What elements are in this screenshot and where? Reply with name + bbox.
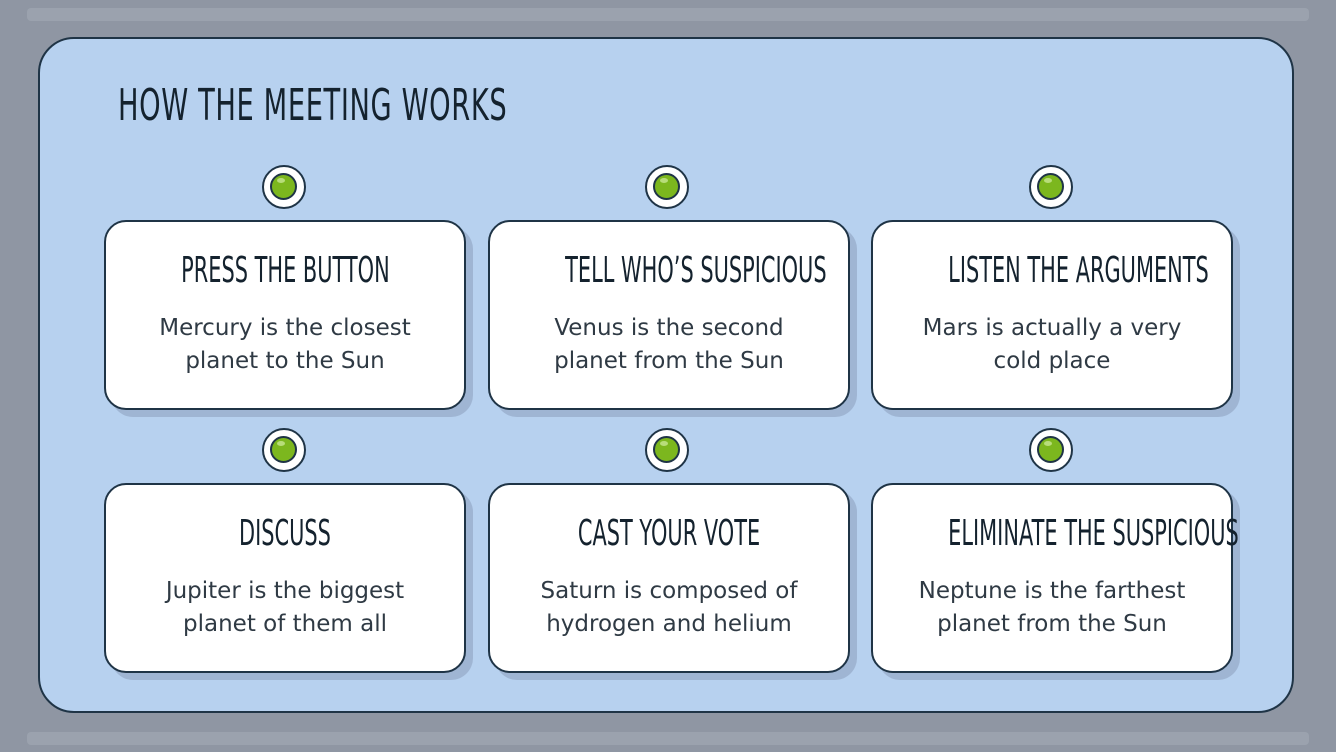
card-title: ELIMINATE THE SUSPICIOUS [948,513,1239,554]
card-title: DISCUSS [239,513,331,554]
card-title: LISTEN THE ARGUMENTS [948,250,1209,291]
green-dot-icon [262,428,306,472]
card-description-line: planet of them all [183,611,387,637]
step-card-cast-vote: CAST YOUR VOTE Saturn is composed of hyd… [488,483,850,673]
step-card-press-button: PRESS THE BUTTON Mercury is the closest … [104,220,466,410]
slide-title: HOW THE MEETING WORKS [118,80,508,131]
card-description-line: Neptune is the farthest [918,578,1186,604]
step-card-tell-suspicious: TELL WHO’S SUSPICIOUS Venus is the secon… [488,220,850,410]
step-card-eliminate-suspicious: ELIMINATE THE SUSPICIOUS Neptune is the … [871,483,1239,673]
card-description: Venus is the second planet from the Sun [490,312,848,378]
card-description-line: planet to the Sun [185,348,385,374]
green-dot-icon [1029,428,1073,472]
bottom-bar [27,732,1309,745]
green-dot-icon [262,165,306,209]
card-description-line: Mars is actually a very [922,315,1182,341]
card-description: Neptune is the farthest planet from the … [873,575,1231,641]
card-description: Mercury is the closest planet to the Sun [106,312,464,378]
step-card-discuss: DISCUSS Jupiter is the biggest planet of… [104,483,466,673]
card-description: Saturn is composed of hydrogen and heliu… [490,575,848,641]
card-description-line: cold place [993,348,1111,374]
card-description-line: Venus is the second [554,315,784,341]
step-card-listen-arguments: LISTEN THE ARGUMENTS Mars is actually a … [871,220,1233,410]
card-description-line: Jupiter is the biggest [165,578,405,604]
card-title: CAST YOUR VOTE [577,513,761,554]
green-dot-icon [1029,165,1073,209]
card-description-line: Mercury is the closest [159,315,411,341]
card-description: Mars is actually a very cold place [873,312,1231,378]
green-dot-icon [645,428,689,472]
card-title: PRESS THE BUTTON [181,250,390,291]
card-title: TELL WHO’S SUSPICIOUS [565,250,827,291]
green-dot-icon [645,165,689,209]
top-bar [27,8,1309,21]
card-description-line: Saturn is composed of [540,578,798,604]
card-description: Jupiter is the biggest planet of them al… [106,575,464,641]
card-description-line: hydrogen and helium [546,611,792,637]
card-description-line: planet from the Sun [937,611,1167,637]
card-description-line: planet from the Sun [554,348,784,374]
